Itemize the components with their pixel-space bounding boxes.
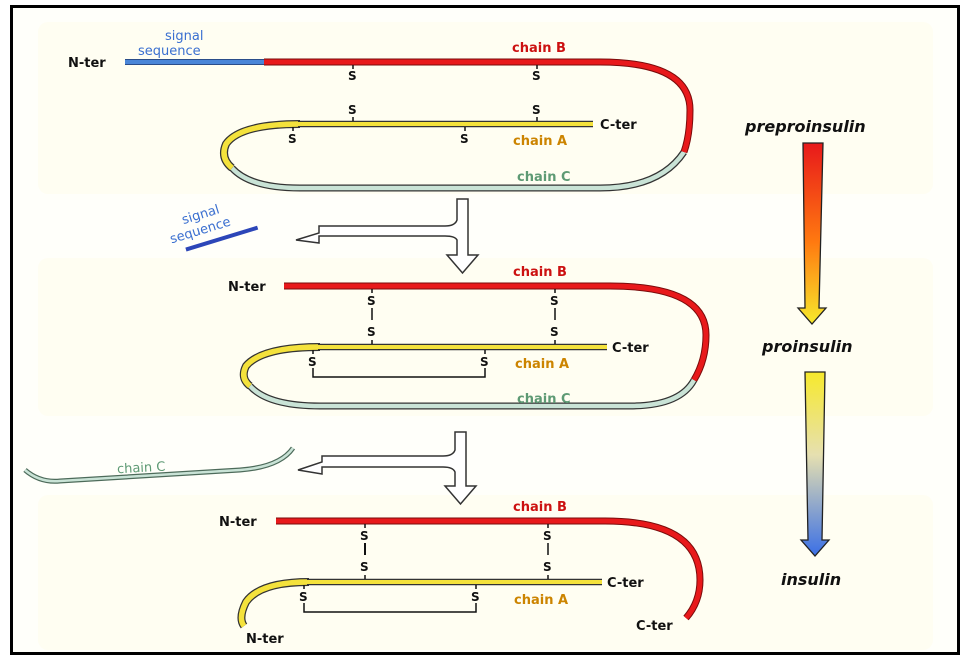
process-arrow-2 [799,371,831,557]
chain-c-label: chain C [517,170,571,185]
disulfide-bonds: S S S S S S [299,524,552,613]
released-chain-c-label: chain C [117,460,166,478]
chain-a-curl [221,121,301,171]
sulfur-a4: S [460,132,469,146]
sulfur-a4: S [471,590,480,604]
cleavage-arrow-1 [295,198,480,275]
released-chain-c: chain C [23,446,296,484]
sulfur-a3: S [308,355,317,369]
c-ter-label-chain-a: C-ter [607,576,644,591]
released-signal-bar [185,225,259,252]
n-ter-label-chain-a: N-ter [246,632,284,647]
sulfur-b2: S [543,529,552,543]
chain-b [284,283,709,382]
chain-b-label: chain B [513,265,567,280]
n-ter-label-chain-b: N-ter [219,515,257,530]
stage-label-preproinsulin: preproinsulin [744,117,866,136]
n-ter-label: N-ter [228,280,266,295]
chain-a-label: chain A [514,593,568,608]
chain-b-label: chain B [513,500,567,515]
chain-c [230,150,686,191]
sulfur-a3: S [288,132,297,146]
sulfur-b1: S [348,69,357,83]
proinsulin-molecule: N-ter C-ter chain B chain A chain C S S … [228,265,710,410]
stage-label-proinsulin: proinsulin [761,337,852,356]
sulfur-a3: S [299,590,308,604]
signal-sequence-label-line2: sequence [138,44,201,59]
sulfur-a1: S [360,560,369,574]
chain-a-label: chain A [515,357,569,372]
released-signal-sequence: signal sequence [168,202,259,252]
preproinsulin-molecule: N-ter C-ter signal sequence chain B chai… [68,29,694,192]
chain-b [264,59,693,153]
sulfur-b2: S [532,69,541,83]
disulfide-bonds: S S S S S S [308,289,559,378]
sulfur-a1: S [367,325,376,339]
released-chain-c-fill [24,447,295,483]
sulfur-b1: S [367,294,376,308]
c-ter-label-chain-b: C-ter [636,619,673,634]
sulfur-b2: S [550,294,559,308]
c-ter-label: C-ter [612,341,649,356]
chain-c [248,378,696,409]
chain-b [276,518,703,620]
chain-c-label: chain C [517,392,571,407]
sulfur-a2: S [532,103,541,117]
sulfur-a2: S [550,325,559,339]
insulin-molecule: N-ter C-ter N-ter C-ter chain B chain A … [219,500,704,647]
sulfur-a4: S [480,355,489,369]
stage-label-insulin: insulin [781,570,841,589]
signal-sequence-label-line1: signal [165,29,203,44]
panel-insulin [38,495,933,650]
chain-a-label: chain A [513,134,567,149]
process-arrow-1 [796,142,828,325]
sulfur-a1: S [348,103,357,117]
cleavage-arrow-2 [297,431,478,506]
sulfur-a2: S [543,560,552,574]
disulfide-bond-intrachain [312,368,486,378]
panel-proinsulin [38,258,933,416]
c-ter-label: C-ter [600,118,637,133]
chain-a-curl [241,344,321,389]
chain-b-label: chain B [512,41,566,56]
sulfur-atoms: S S S S S S [288,65,541,146]
chain-a-curl [238,579,310,628]
n-ter-label: N-ter [68,56,106,71]
sulfur-b1: S [360,529,369,543]
disulfide-bond-intrachain [303,603,477,613]
